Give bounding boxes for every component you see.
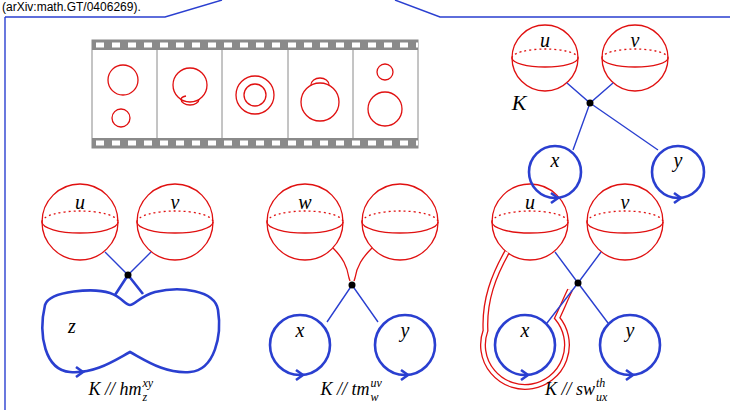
figure-label: K (512, 91, 527, 115)
caption-superscript: xy (143, 377, 154, 390)
sphere-label: u (525, 191, 535, 213)
sphere-label: v (171, 191, 180, 213)
tube (483, 252, 570, 387)
caption-subscript: ux (596, 391, 607, 404)
sphere-label: u (75, 191, 85, 213)
film-strip (92, 40, 418, 148)
sphere-label: v (621, 191, 630, 213)
loop-label: z (68, 315, 76, 337)
loop-label: x (296, 319, 305, 341)
panel-frame (5, 0, 730, 410)
junction-dots (125, 100, 594, 289)
sphere-label: w (298, 191, 311, 213)
caption: K // tm (320, 380, 369, 400)
loop-label: x (551, 149, 560, 171)
caption: K // hm (88, 380, 141, 400)
caption-subscript: z (143, 391, 148, 404)
loop-label: y (626, 319, 635, 341)
loop-label: y (401, 319, 410, 341)
caption: K // sw (545, 380, 595, 400)
sphere-label: v (631, 29, 640, 51)
junction-lines (105, 83, 658, 323)
loop-label: x (521, 319, 530, 341)
spheres (42, 25, 668, 281)
sphere-label: u (540, 29, 550, 51)
loop-label: y (674, 149, 683, 171)
caption-superscript: th (596, 377, 605, 390)
loops (42, 146, 704, 380)
citation: (arXiv:math.GT/0406269). (2, 1, 141, 14)
caption-superscript: uv (371, 377, 382, 390)
caption-subscript: w (371, 391, 379, 404)
